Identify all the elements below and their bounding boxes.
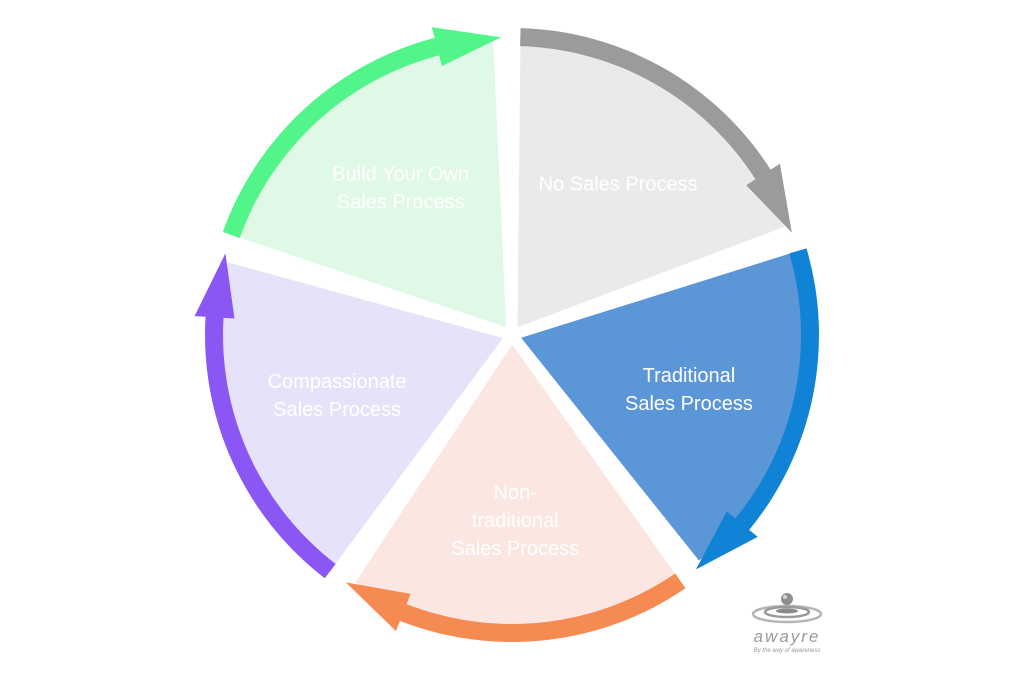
label-line: Sales Process [337,191,465,213]
label-line: Sales Process [273,399,401,421]
label-line: Sales Process [451,538,579,560]
arrow-compassionate [194,253,336,579]
awayre-logo: awayre By the way of awareness [751,593,823,654]
label-no-sales: No Sales Process [539,173,698,195]
logo-wordmark: awayre [754,627,821,646]
arrow-no-sales [520,28,792,233]
arrow-build-own [222,27,502,239]
label-line: No Sales Process [539,173,698,195]
arrow-non-traditional [345,573,686,642]
label-line: Sales Process [625,393,753,415]
label-line: traditional [472,510,559,532]
arrow-traditional [695,248,819,570]
wedge-layer [214,38,810,633]
droplet-ripple-icon [751,593,823,624]
logo-tagline: By the way of awareness [754,648,821,654]
label-line: Traditional [643,365,736,387]
arrow-layer [194,27,819,642]
label-line: Build Your Own [332,163,469,185]
label-line: Compassionate [268,371,407,393]
label-line: Non- [494,482,537,504]
